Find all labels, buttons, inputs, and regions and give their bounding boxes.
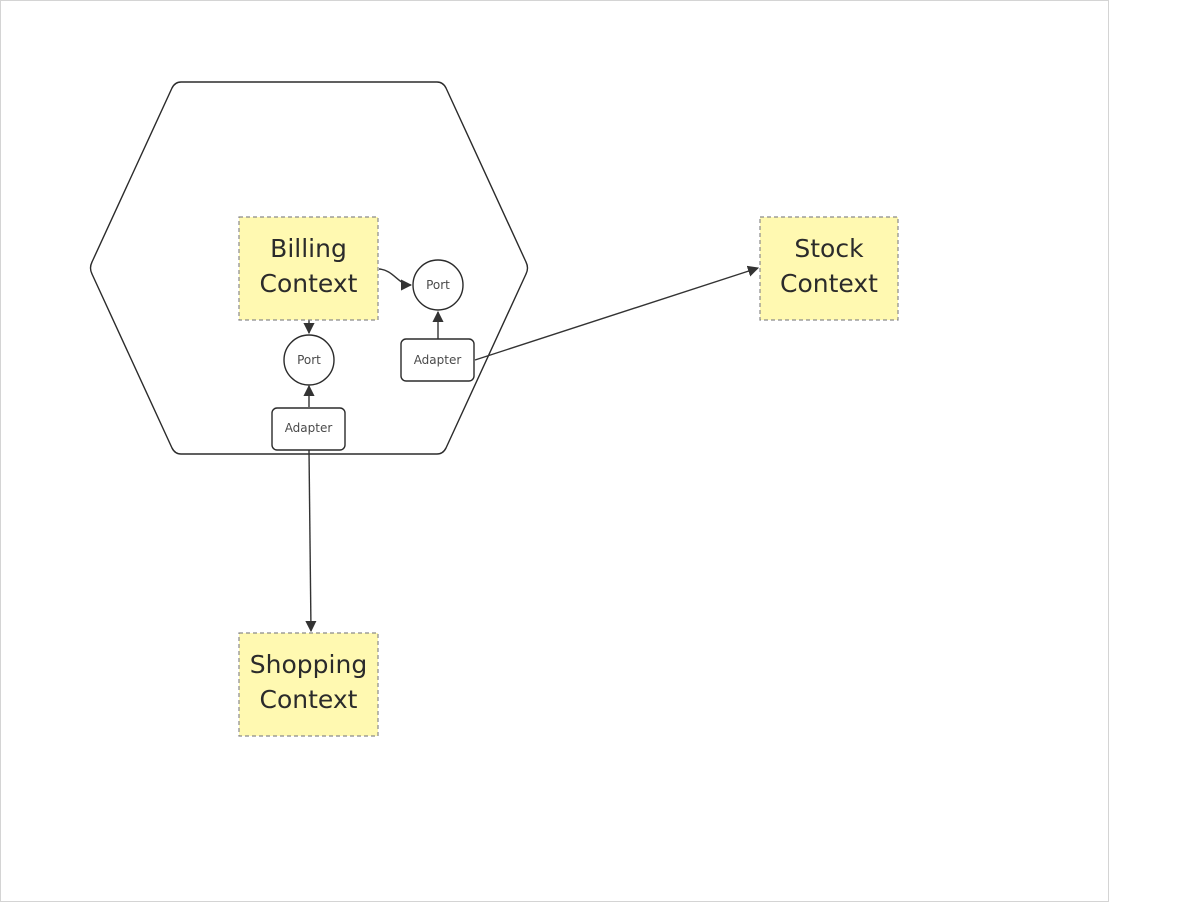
billing-to-port-right-connector[interactable] bbox=[378, 268, 413, 291]
adapter-left-to-shopping-connector[interactable] bbox=[305, 449, 317, 633]
billing-context-line2: Context bbox=[260, 269, 358, 298]
port-left-label: Port bbox=[297, 353, 321, 367]
adapter-left-label: Adapter bbox=[285, 421, 333, 435]
adapter-right-label: Adapter bbox=[414, 353, 462, 367]
adapter-right[interactable]: Adapter bbox=[400, 338, 475, 382]
shopping-context-line1: Shopping bbox=[250, 650, 367, 679]
stock-context-line1: Stock bbox=[794, 234, 864, 263]
shopping-context-line2: Context bbox=[260, 685, 358, 714]
port-right-label: Port bbox=[426, 278, 450, 292]
adapter-left[interactable]: Adapter bbox=[271, 407, 346, 451]
billing-context-note[interactable]: Billing Context bbox=[238, 216, 379, 321]
stock-context-note[interactable]: Stock Context bbox=[759, 216, 899, 321]
stock-context-line2: Context bbox=[780, 269, 878, 298]
port-left[interactable]: Port bbox=[283, 334, 335, 386]
port-right[interactable]: Port bbox=[412, 259, 464, 311]
shopping-context-note[interactable]: Shopping Context bbox=[238, 632, 379, 737]
billing-context-line1: Billing bbox=[270, 234, 347, 263]
diagram-canvas bbox=[0, 0, 1109, 902]
hexagon-boundary[interactable] bbox=[89, 81, 529, 455]
adapter-right-to-stock-connector[interactable] bbox=[474, 265, 760, 361]
